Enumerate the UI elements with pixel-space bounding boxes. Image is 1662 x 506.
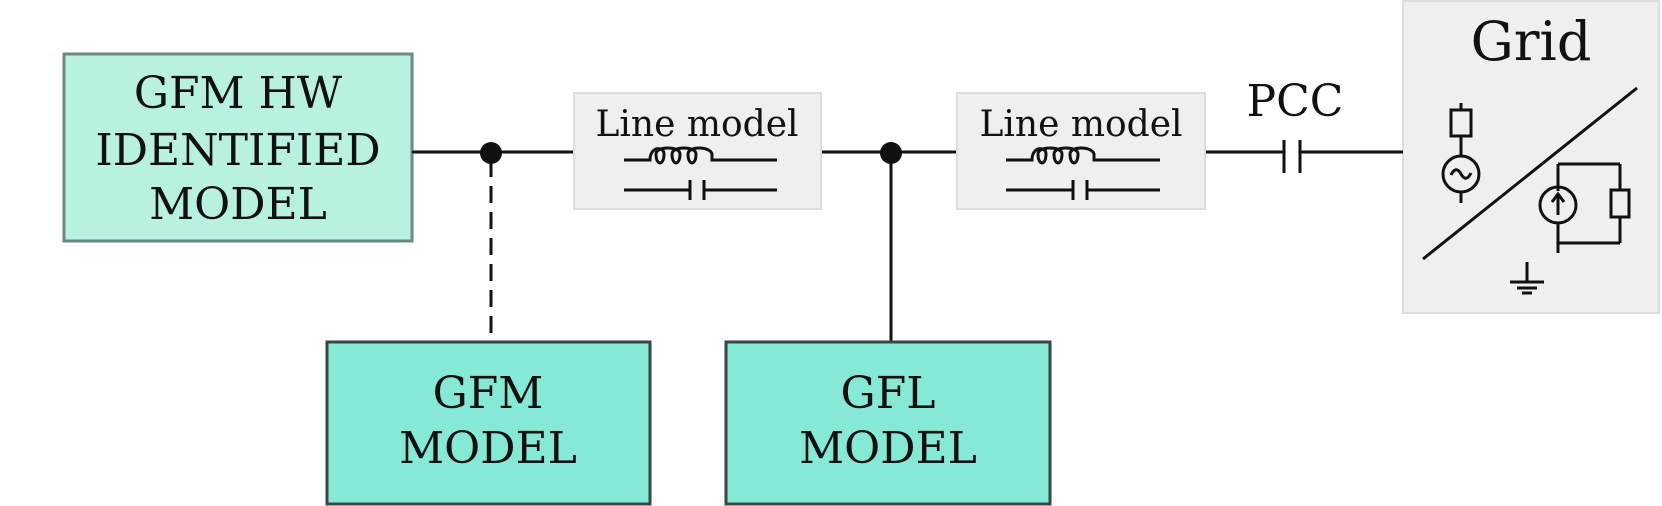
resistor-icon — [1609, 164, 1631, 243]
line-model-label-2: Line model — [979, 104, 1182, 145]
gfm-hw-box — [62, 52, 414, 243]
capacitor-icon — [1006, 180, 1160, 200]
grid-box — [1402, 0, 1660, 314]
gfl-model-box — [724, 340, 1052, 506]
inductor-icon — [624, 146, 777, 165]
junction-dot-gfm — [480, 142, 502, 164]
ground-icon — [1510, 262, 1544, 295]
grid-label: Grid — [1471, 10, 1592, 73]
line-model-label-1: Line model — [595, 104, 798, 145]
pcc-capacitor-icon — [1282, 140, 1302, 173]
gfm-model-line2: MODEL — [399, 423, 577, 474]
gfl-model-line1: GFL — [841, 368, 936, 419]
gfm-model-block: GFM MODEL — [325, 340, 652, 506]
gfm-hw-line3: MODEL — [149, 179, 327, 230]
pcc-label: PCC — [1247, 76, 1344, 127]
line-model-box-1 — [573, 92, 822, 210]
line-model-block-2: Line model — [956, 92, 1206, 210]
gfl-model-line2: MODEL — [799, 423, 977, 474]
line-model-block-1: Line model — [573, 92, 822, 210]
bus-wires — [412, 150, 1403, 342]
capacitor-icon — [624, 180, 777, 200]
gfl-model-block: GFL MODEL — [724, 340, 1052, 506]
gfm-hw-line1: GFM HW — [134, 68, 343, 119]
gfm-hw-line2: IDENTIFIED — [95, 125, 380, 176]
line-model-box-2 — [956, 92, 1206, 210]
inductor-icon — [1006, 146, 1160, 165]
gfm-hw-identified-model-block: GFM HW IDENTIFIED MODEL — [62, 52, 414, 243]
grid-block: Grid — [1402, 0, 1660, 314]
grid-diagonal — [1422, 86, 1638, 261]
gfm-model-box — [325, 340, 652, 506]
junction-dot-gfl — [880, 142, 902, 164]
current-source-icon — [1538, 162, 1620, 253]
gfm-model-line1: GFM — [433, 368, 544, 419]
voltage-source-icon — [1441, 103, 1481, 203]
